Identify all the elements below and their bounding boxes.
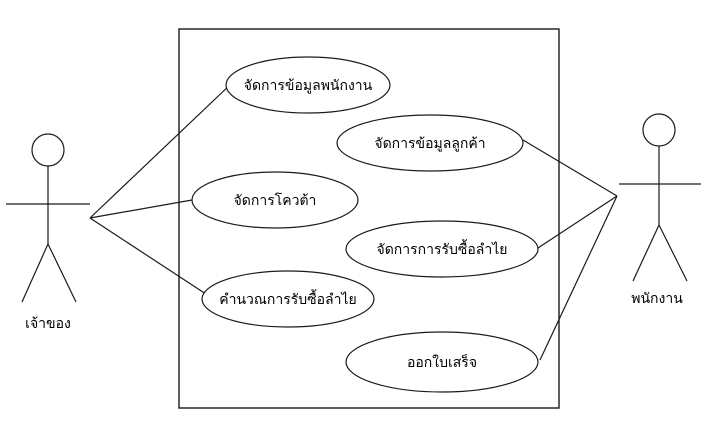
- use-case-label: ออกใบเสร็จ: [407, 353, 477, 371]
- use-case-ellipse: [191, 171, 359, 229]
- use-case-ellipse: [225, 56, 391, 114]
- association-owner-manage-quota: [89, 199, 193, 219]
- use-case-issue-receipt: ออกใบเสร็จ: [345, 331, 539, 393]
- actor-head: [31, 133, 65, 167]
- use-case-ellipse: [336, 114, 524, 172]
- association-employee-issue-receipt: [539, 195, 618, 361]
- use-case-label: จัดการข้อมูลพนักงาน: [244, 78, 373, 94]
- use-case-label: คำนวณการรับซื้อลำไย: [219, 289, 357, 308]
- association-employee-manage-longan-purchase: [537, 195, 618, 249]
- association-owner-calculate-longan-purchase: [89, 217, 213, 299]
- actor-right-leg: [47, 243, 77, 303]
- use-case-ellipse: [345, 220, 539, 278]
- actor-employee: พนักงาน: [619, 113, 701, 307]
- actor-head: [642, 113, 676, 147]
- actor-owner: เจ้าของ: [6, 133, 90, 332]
- actor-label-owner: เจ้าของ: [25, 316, 71, 332]
- use-case-manage-quota: จัดการโควต้า: [191, 171, 359, 229]
- use-case-manage-customer-data: จัดการข้อมูลลูกค้า: [336, 114, 524, 172]
- use-case-label: จัดการโควต้า: [234, 192, 317, 209]
- actor-left-leg: [632, 224, 660, 282]
- use-case-label: จัดการข้อมูลลูกค้า: [374, 136, 485, 152]
- use-case-manage-employee-data: จัดการข้อมูลพนักงาน: [225, 56, 391, 114]
- use-case-label: จัดการการรับซื้อลำไย: [376, 239, 507, 258]
- actor-right-leg: [658, 224, 688, 282]
- use-case-ellipse: [201, 270, 375, 328]
- use-case-ellipse: [345, 331, 539, 393]
- actor-label-employee: พนักงาน: [631, 291, 683, 307]
- use-case-calculate-longan-purchase: คำนวณการรับซื้อลำไย: [201, 270, 375, 328]
- use-case-manage-longan-purchase: จัดการการรับซื้อลำไย: [345, 220, 539, 278]
- actor-left-leg: [21, 243, 49, 303]
- employee-associations: [522, 139, 618, 361]
- association-employee-manage-customer-data: [522, 139, 618, 197]
- owner-associations: [89, 82, 233, 299]
- association-owner-manage-employee-data: [89, 82, 233, 219]
